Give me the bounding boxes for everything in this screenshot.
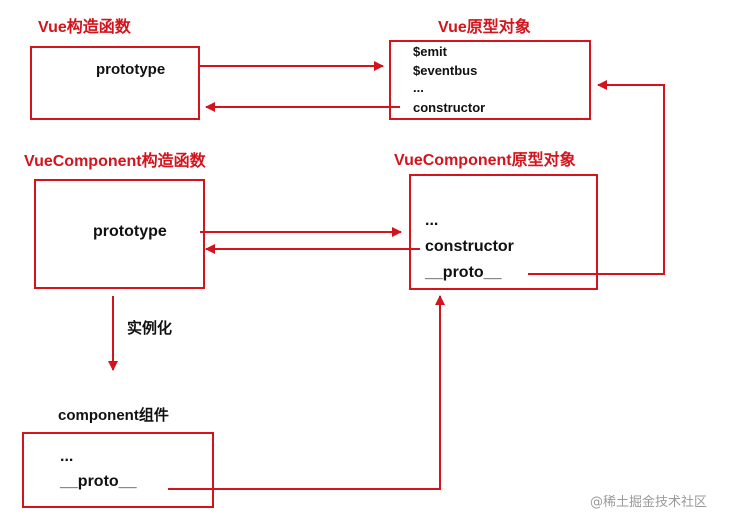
vc-proto-item-ellipsis: ...	[425, 212, 439, 229]
arrow-component-proto-to-vc-proto	[168, 295, 445, 490]
vue-proto-item-constructor: constructor	[413, 100, 486, 115]
component-item-proto: __proto__	[60, 473, 137, 490]
component-item-ellipsis: ...	[60, 448, 74, 465]
component-box	[22, 432, 214, 508]
vc-constructor-box	[34, 179, 205, 289]
watermark: @稀土掘金技术社区	[590, 495, 708, 510]
vue-constructor-title: Vue构造函数	[38, 19, 131, 36]
vue-constructor-box	[30, 46, 200, 120]
instantiate-label: 实例化	[127, 320, 173, 337]
vc-proto-box	[409, 174, 598, 290]
vue-proto-item-eventbus: $eventbus	[413, 63, 478, 78]
vue-proto-title: Vue原型对象	[438, 19, 531, 36]
vc-proto-item-constructor: constructor	[425, 238, 514, 255]
vue-constructor-prototype: prototype	[96, 61, 166, 78]
vue-proto-item-emit: $emit	[413, 44, 447, 59]
vue-proto-item-ellipsis: ...	[413, 80, 424, 95]
component-title: component组件	[58, 407, 169, 424]
vc-proto-title: VueComponent原型对象	[394, 152, 576, 169]
vc-constructor-prototype: prototype	[93, 223, 167, 240]
vue-proto-box	[389, 40, 591, 120]
vc-constructor-title: VueComponent构造函数	[24, 153, 206, 170]
vc-proto-item-proto: __proto__	[425, 264, 502, 281]
